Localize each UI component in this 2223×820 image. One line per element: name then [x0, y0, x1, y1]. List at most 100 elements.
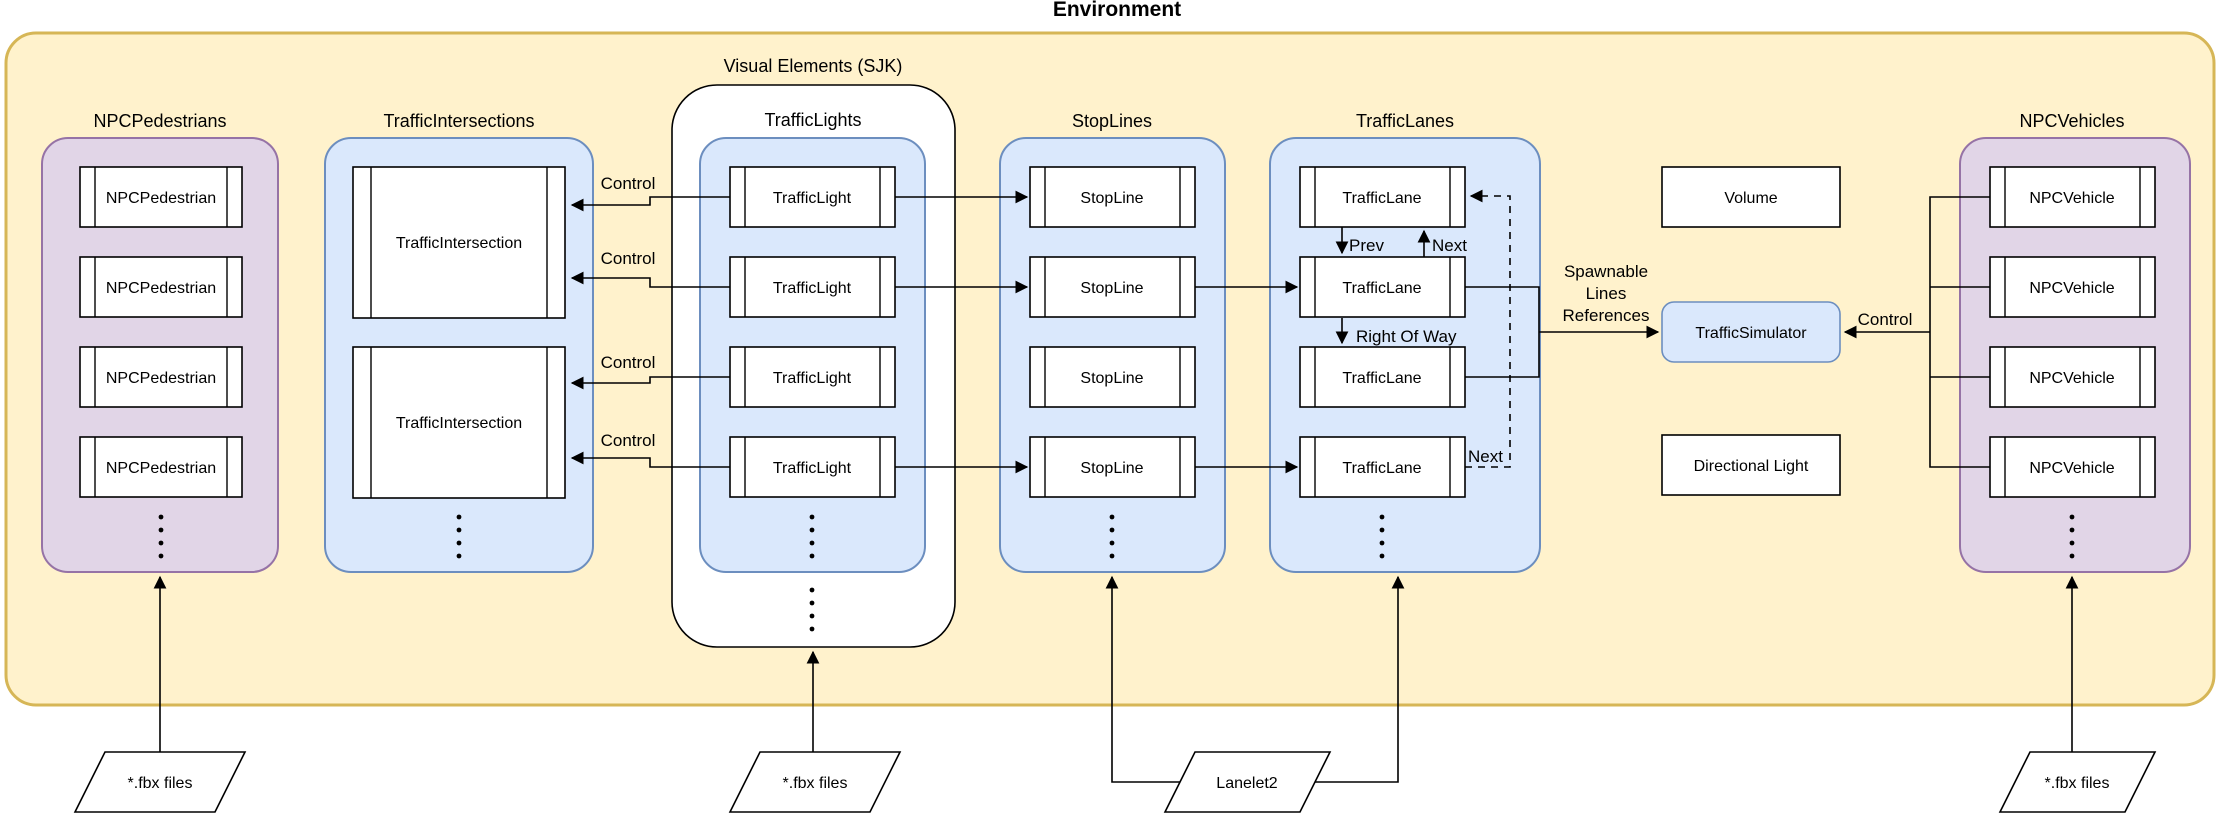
process-box — [1299, 256, 1466, 318]
trafficlight-label-4: TrafficLight — [773, 460, 852, 477]
lanelet2-input: Lanelet2 — [1105, 575, 1405, 813]
edge-lanelet2-stoplines — [1105, 575, 1180, 783]
stopline-box-2: StopLine — [1029, 256, 1196, 318]
npcvehicles-group: NPCVehicles NPCVehicle NPCVehicle NPCVeh… — [1959, 111, 2191, 573]
trafficlight-label-2: TrafficLight — [773, 280, 852, 297]
trafficsimulator-label: TrafficSimulator — [1695, 325, 1807, 342]
process-box — [352, 346, 566, 499]
npcpedestrian-box-3: NPCPedestrian — [79, 346, 243, 408]
fbx-input-vehicles: *.fbx files — [1998, 575, 2157, 813]
trafficlight-box-2: TrafficLight — [729, 256, 896, 318]
control-label-2: Control — [601, 249, 656, 268]
stopline-box-3: StopLine — [1029, 346, 1196, 408]
npcpedestrian-box-2: NPCPedestrian — [79, 256, 243, 318]
fbx-files-label-2: *.fbx files — [783, 775, 848, 792]
spawnable-edges: Spawnable Lines References — [1465, 262, 1660, 378]
volume-label: Volume — [1724, 190, 1777, 207]
edge-lanelet2-trafficlanes — [1315, 575, 1405, 783]
trafficlanes-group: TrafficLanes TrafficLane TrafficLane Tra… — [1269, 111, 1541, 573]
visual-elements-label: Visual Elements (SJK) — [724, 56, 903, 76]
directional-light-box — [1661, 434, 1841, 496]
ellipsis-dots — [809, 587, 815, 632]
stopline-label-2: StopLine — [1080, 280, 1143, 297]
volume-box — [1661, 166, 1841, 228]
trafficlight-box-4: TrafficLight — [729, 436, 896, 498]
stopline-label-4: StopLine — [1080, 460, 1143, 477]
directional-light-node: Directional Light — [1661, 434, 1841, 496]
fbx-input-trafficlights: *.fbx files — [728, 650, 902, 813]
npcvehicle-box-4: NPCVehicle — [1989, 436, 2156, 498]
process-box — [729, 256, 896, 318]
trafficlane-box-2: TrafficLane — [1299, 256, 1466, 318]
trafficlane-box-1: TrafficLane — [1299, 166, 1466, 228]
spawnable-label-line2: Lines — [1586, 284, 1627, 303]
next-label: Next — [1432, 236, 1467, 255]
npcvehicle-label-2: NPCVehicle — [2029, 280, 2114, 297]
trafficlight-stopline-edges — [895, 190, 1029, 474]
trafficlane-box-3: TrafficLane — [1299, 346, 1466, 408]
trafficlight-label-1: TrafficLight — [773, 190, 852, 207]
npcpedestrian-box-4: NPCPedestrian — [79, 436, 243, 498]
stoplines-label: StopLines — [1072, 111, 1152, 131]
process-box — [1029, 166, 1196, 228]
ellipsis-dots — [809, 514, 815, 559]
process-box — [729, 166, 896, 228]
next-dashed-label: Next — [1468, 447, 1503, 466]
fbx-parallelogram — [1998, 751, 2157, 813]
stoplines-group: StopLines StopLine StopLine StopLine Sto… — [999, 111, 1226, 573]
process-box — [79, 256, 243, 318]
trafficintersection-label-1: TrafficIntersection — [396, 235, 522, 252]
trafficsimulator-box — [1661, 301, 1841, 363]
control-label-simulator: Control — [1858, 310, 1913, 329]
trafficintersections-label: TrafficIntersections — [383, 111, 534, 131]
trafficintersection-box-1: TrafficIntersection — [352, 166, 566, 319]
stopline-label-1: StopLine — [1080, 190, 1143, 207]
fbx-parallelogram — [73, 751, 247, 813]
process-box — [1989, 256, 2156, 318]
npcpedestrians-label: NPCPedestrians — [93, 111, 226, 131]
trafficintersections-group: TrafficIntersections TrafficIntersection… — [324, 111, 594, 573]
npcvehicle-box-1: NPCVehicle — [1989, 166, 2156, 228]
stopline-box-1: StopLine — [1029, 166, 1196, 228]
spawnable-label-line3: References — [1563, 306, 1650, 325]
lanelet2-label: Lanelet2 — [1216, 775, 1277, 792]
trafficlight-box-1: TrafficLight — [729, 166, 896, 228]
trafficlane-label-1: TrafficLane — [1342, 190, 1421, 207]
fbx-input-pedestrians: *.fbx files — [73, 575, 247, 813]
stopline-trafficlane-edges — [1195, 280, 1299, 474]
trafficintersection-box-2: TrafficIntersection — [352, 346, 566, 499]
ellipsis-dots — [158, 514, 164, 559]
process-box — [729, 346, 896, 408]
directional-light-label: Directional Light — [1694, 458, 1809, 475]
process-box — [1299, 436, 1466, 498]
process-box — [79, 166, 243, 228]
edge-control-4 — [570, 451, 730, 468]
ellipsis-dots — [456, 514, 462, 559]
process-box — [1299, 166, 1466, 228]
trafficsimulator-node: TrafficSimulator — [1661, 301, 1841, 363]
trafficlane-label-2: TrafficLane — [1342, 280, 1421, 297]
environment-title: Environment — [1053, 0, 1181, 21]
process-box — [1989, 346, 2156, 408]
edge-control-3 — [570, 376, 730, 390]
ellipsis-dots — [1109, 514, 1115, 559]
npcvehicles-control-edges: Control — [1843, 196, 1990, 468]
npcpedestrian-label-4: NPCPedestrian — [106, 460, 216, 477]
stopline-label-3: StopLine — [1080, 370, 1143, 387]
right-of-way-label: Right Of Way — [1356, 327, 1457, 346]
fbx-parallelogram — [728, 751, 902, 813]
trafficlane-label-3: TrafficLane — [1342, 370, 1421, 387]
trafficlight-label-3: TrafficLight — [773, 370, 852, 387]
process-box — [352, 166, 566, 319]
npcvehicle-label-3: NPCVehicle — [2029, 370, 2114, 387]
volume-node: Volume — [1661, 166, 1841, 228]
npcvehicle-label-1: NPCVehicle — [2029, 190, 2114, 207]
npcvehicle-box-2: NPCVehicle — [1989, 256, 2156, 318]
npcpedestrian-box-1: NPCPedestrian — [79, 166, 243, 228]
npcpedestrians-group: NPCPedestrians NPCPedestrian NPCPedestri… — [41, 111, 279, 573]
ellipsis-dots — [1379, 514, 1385, 559]
trafficlights-label: TrafficLights — [764, 110, 861, 130]
process-box — [1029, 256, 1196, 318]
